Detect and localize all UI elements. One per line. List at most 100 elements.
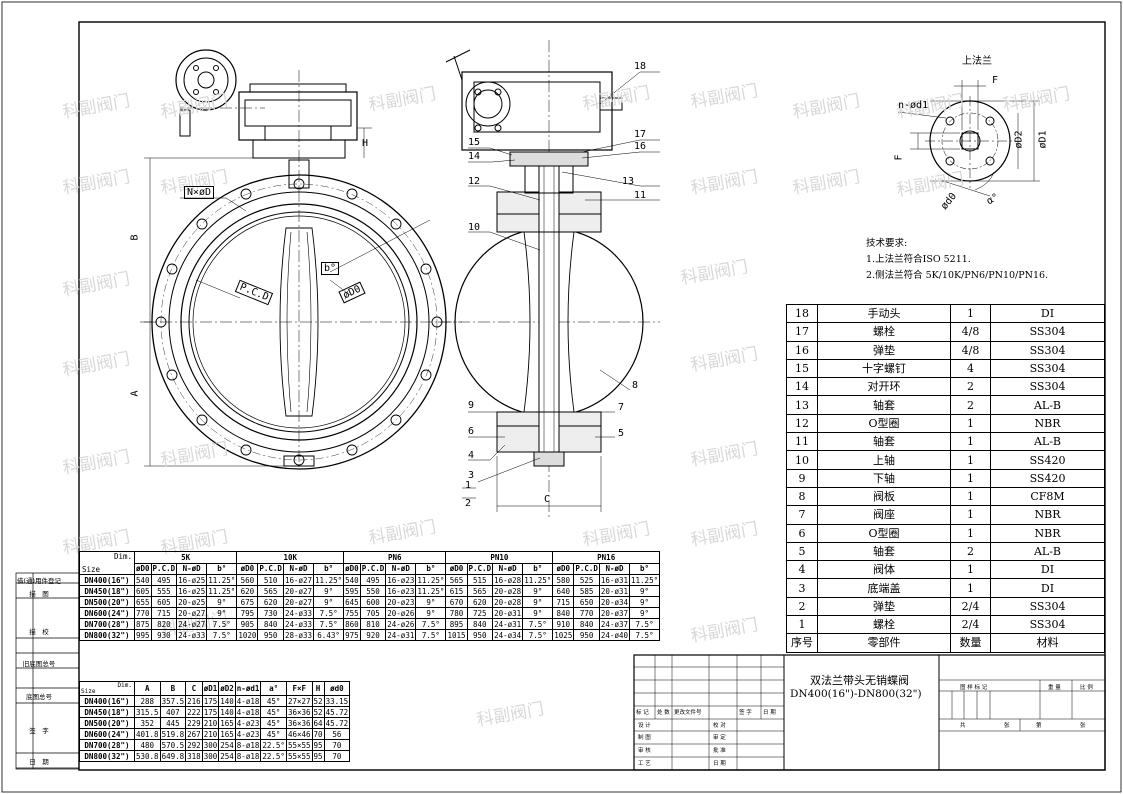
dim-header: n-ød1 [234,681,262,696]
weight-label: 重 量 [1048,685,1061,691]
parts-cell: 1 [786,615,818,635]
callout-6: 6 [468,426,475,437]
callout-11: 11 [634,190,647,201]
dim-cell: 27×27 [285,695,313,707]
flange-cell: 725 [466,607,494,619]
flange-cell: 605 [150,596,178,608]
dim-cell: 216 [185,695,203,707]
parts-cell: 上轴 [817,450,951,470]
flange-subheader: øD0 [343,562,361,575]
dim-cell: 36×36 [285,706,313,718]
flange-cell: 16-ø25 [176,574,208,586]
parts-cell: 4/8 [950,322,991,342]
parts-cell: SS304 [990,322,1105,342]
flange-cell: 7.5° [415,618,447,630]
dim-header: øD2 [218,681,236,696]
corner-bottom: Size [82,565,101,574]
flange-cell: 715 [552,596,575,608]
flange-cell: 600 [359,596,387,608]
parts-cell: 弹垫 [817,596,951,617]
parts-cell: SS420 [990,450,1105,470]
parts-cell: SS304 [990,615,1105,635]
label-d2: øD2 [1013,130,1025,149]
parts-cell: 十字螺钉 [817,358,951,379]
flange-cell: 20-ø31 [492,607,524,619]
dim-cell: 64 [311,717,325,729]
parts-cell: 阀座 [817,505,951,525]
margin-label: 底图总号 [26,693,52,701]
parts-cell: NBR [990,523,1105,543]
parts-cell: 4 [950,358,991,379]
parts-cell: 3 [786,578,818,598]
flange-cell: 16-ø23 [385,574,417,586]
flange-cell: 770 [134,607,152,619]
parts-cell: 11 [786,432,818,452]
parts-header-cell: 序号 [786,633,818,653]
flange-cell: 550 [359,585,387,597]
callout-14: 14 [468,151,481,162]
flange-cell: 875 [134,618,152,630]
flange-cell: 670 [445,596,468,608]
flange-cell: 9° [522,585,554,597]
dim-cell: 70 [311,728,325,740]
flange-cell: 20-ø37 [598,607,631,619]
flange-cell: 9° [313,585,345,597]
flange-cell: 920 [359,629,387,641]
group-pn6: PN6 [343,551,447,564]
flange-cell: 7.5° [415,629,447,641]
flange-cell: 525 [573,574,600,586]
callout-18: 18 [634,61,647,72]
dim-cell: 288 [134,695,161,707]
margin-label: 签 字 [29,727,49,735]
flange-cell: 16-ø25 [176,585,208,597]
dim-H: H [362,138,369,149]
parts-cell: 9 [786,468,818,488]
flange-cell: 24-ø27 [176,618,208,630]
callout-17: 17 [634,129,647,140]
parts-cell: 8 [786,486,818,507]
dim-size-cell: DN800(32") [79,750,135,762]
flange-cell: 795 [236,607,259,619]
drawing-title: 双法兰带头无销蝶阀 [810,674,909,687]
dim-cell: 45° [260,728,287,740]
dim-cell: 530.8 [134,750,161,762]
callout-1: 1 [465,480,472,491]
dim-cell: 210 [201,728,220,740]
flange-cell: 20-ø27 [282,596,315,608]
parts-cell: DI [990,578,1105,598]
dim-cell: 315.5 [134,706,161,718]
parts-cell: 10 [786,450,818,470]
dim-header: F×F [285,681,313,696]
flange-cell: 20-ø23 [385,596,417,608]
flange-cell: 9° [313,596,345,608]
mark-label: 图 样 标 记 [960,685,988,691]
dim-cell: 55×55 [285,739,313,751]
parts-cell: 1 [950,303,991,324]
flange-cell: 595 [343,585,361,597]
flange-cell: 11.25° [206,585,238,597]
flange-subheader: P.C.D [150,562,178,575]
parts-cell: 2/4 [950,596,991,617]
flange-cell: 515 [466,574,494,586]
dim-cell: 480 [134,739,161,751]
label-nd: n-ød1 [898,100,929,111]
parts-cell: 轴套 [817,395,951,415]
callout-3: 3 [468,470,475,481]
parts-cell: 1 [950,413,991,434]
flange-cell: 1015 [445,629,468,641]
top-flange-title: 上法兰 [962,56,992,67]
parts-cell: 6 [786,523,818,543]
flange-cell: 24-ø26 [385,618,417,630]
parts-cell: 阀板 [817,486,951,507]
